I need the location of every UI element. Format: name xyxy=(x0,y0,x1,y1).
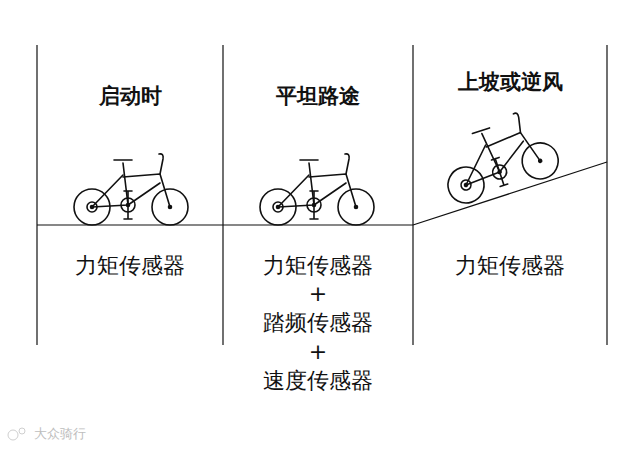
sensor-name: 踏频传感器 xyxy=(263,311,373,335)
column-heading: 上坡或逆风 xyxy=(458,71,563,94)
watermark: 大众骑行 xyxy=(34,427,86,441)
column-heading: 启动时 xyxy=(99,85,162,108)
sensor-name: 速度传感器 xyxy=(263,369,373,393)
sensor-name: 力矩传感器 xyxy=(263,254,373,278)
sensor-name: 力矩传感器 xyxy=(75,254,185,278)
plus-sign: + xyxy=(309,340,327,364)
plus-sign: + xyxy=(309,282,327,306)
column-heading: 平坦路途 xyxy=(276,85,360,108)
sensor-name: 力矩传感器 xyxy=(455,254,565,278)
